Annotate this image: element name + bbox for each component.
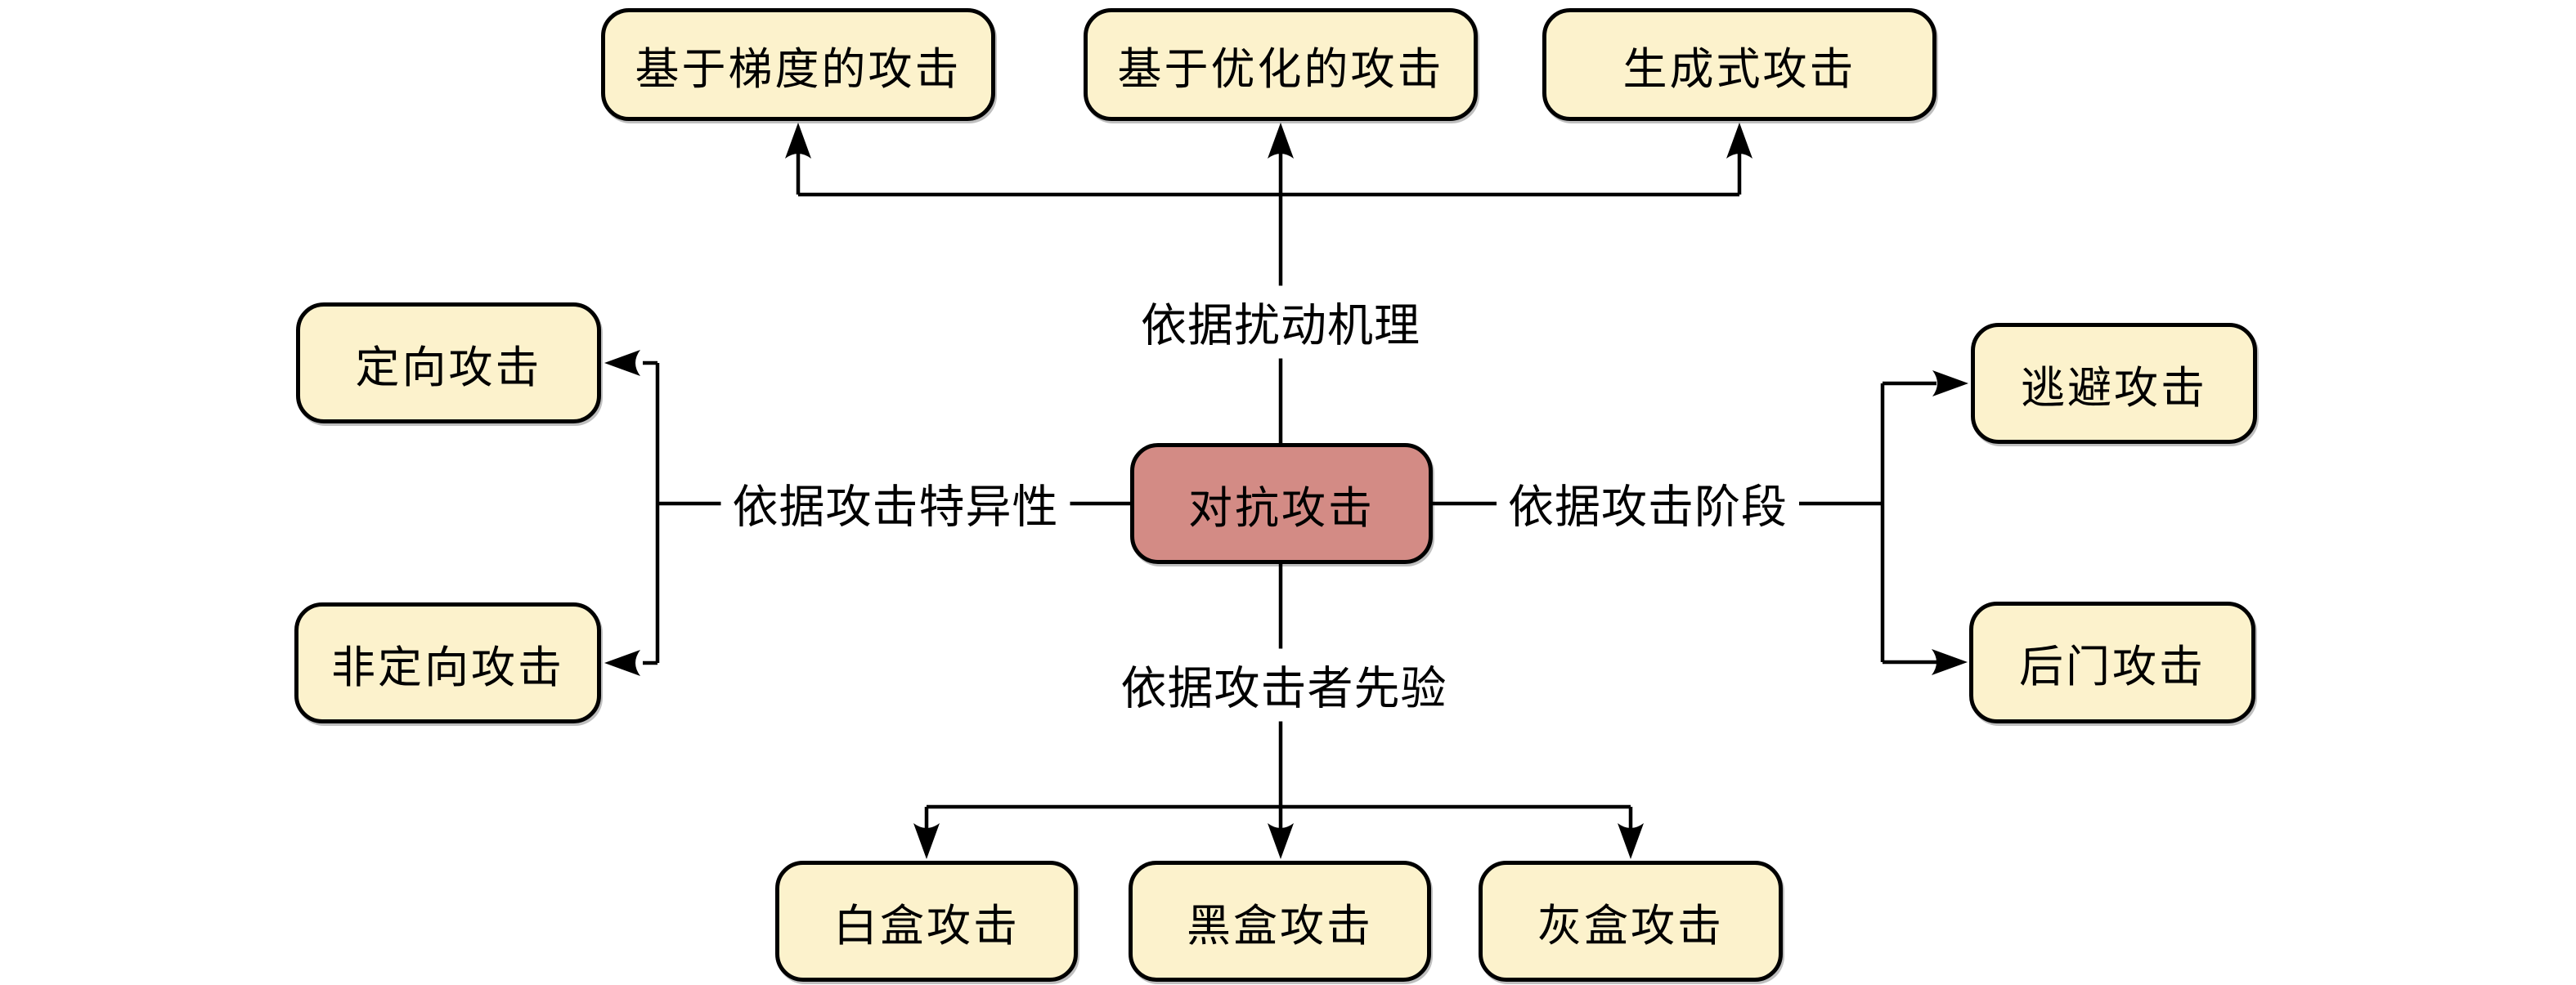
arrowhead-up-icon bbox=[1726, 123, 1752, 159]
node-blackbox-attack: 黑盒攻击 bbox=[1129, 861, 1431, 982]
node-generative-attack: 生成式攻击 bbox=[1542, 8, 1936, 121]
label-attack-stage: 依据攻击阶段 bbox=[1497, 467, 1799, 540]
arrowhead-left-icon bbox=[604, 350, 640, 376]
arrowhead-down-icon bbox=[1268, 823, 1294, 859]
label-attack-specificity: 依据攻击特异性 bbox=[720, 467, 1070, 540]
label-attacker-prior: 依据攻击者先验 bbox=[1109, 648, 1459, 722]
node-backdoor-attack: 后门攻击 bbox=[1969, 602, 2255, 723]
arrowhead-down-icon bbox=[913, 823, 940, 859]
node-evasion-attack: 逃避攻击 bbox=[1971, 323, 2257, 444]
arrowhead-down-icon bbox=[1618, 823, 1644, 859]
node-optimization-based-attack: 基于优化的攻击 bbox=[1084, 8, 1478, 121]
node-whitebox-attack: 白盒攻击 bbox=[775, 861, 1078, 982]
node-gradient-based-attack: 基于梯度的攻击 bbox=[601, 8, 995, 121]
arrowhead-right-icon bbox=[1932, 370, 1968, 396]
arrowhead-left-icon bbox=[604, 650, 640, 676]
root-node-adversarial-attack: 对抗攻击 bbox=[1130, 443, 1433, 564]
top-branch-connector bbox=[785, 123, 1752, 443]
arrowhead-right-icon bbox=[1932, 649, 1968, 675]
node-graybox-attack: 灰盒攻击 bbox=[1479, 861, 1783, 982]
arrowhead-up-icon bbox=[1268, 123, 1294, 159]
arrowhead-up-icon bbox=[785, 123, 811, 159]
node-targeted-attack: 定向攻击 bbox=[296, 302, 601, 423]
label-perturbation-mechanism: 依据扰动机理 bbox=[1129, 285, 1432, 359]
node-untargeted-attack: 非定向攻击 bbox=[294, 602, 601, 723]
